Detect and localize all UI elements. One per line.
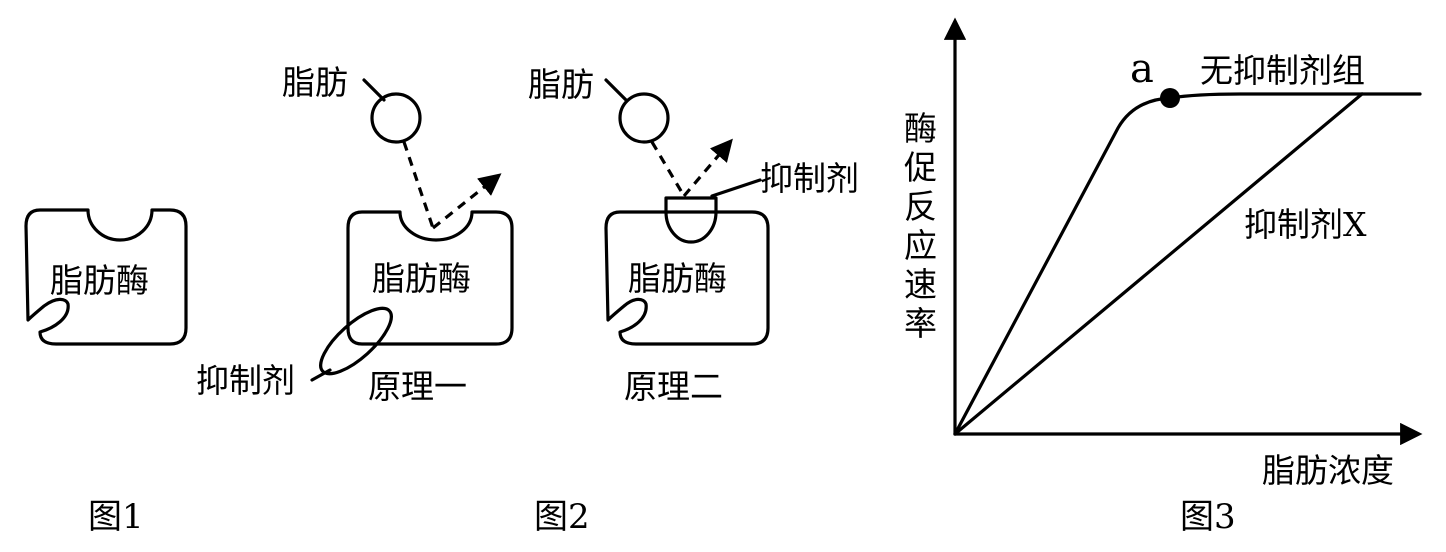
p1-inhibitor-label: 抑制剂 [196, 361, 295, 400]
p2-fat-molecule [618, 92, 670, 144]
figure-1: 脂肪酶 图1 [24, 208, 188, 537]
p2-inhibitor-in-active-site [664, 196, 718, 244]
p2-fat-label: 脂肪 [528, 65, 594, 104]
p2-inhibitor-connector [710, 178, 762, 198]
point-a-label: a [1130, 46, 1154, 92]
p2-fat-path-dashed [650, 141, 686, 197]
p1-enzyme-label: 脂肪酶 [372, 259, 471, 298]
figure-2-principle-one: 脂肪 脂肪酶 抑制剂 原理一 [196, 63, 514, 406]
curve-no-inhibitor-label: 无抑制剂组 [1200, 51, 1365, 90]
p2-inhibitor-label: 抑制剂 [760, 159, 859, 198]
y-axis-label-char: 速 [904, 265, 937, 304]
p1-fat-label: 脂肪 [282, 63, 348, 102]
p1-lipase-enzyme-shape [346, 210, 514, 346]
y-axis-label-char: 应 [904, 226, 937, 265]
fig3-caption: 图3 [1180, 497, 1236, 537]
p1-fat-path-dashed [402, 141, 435, 229]
fig1-enzyme-label: 脂肪酶 [50, 261, 149, 300]
fig1-caption: 图1 [88, 497, 144, 537]
point-a-marker [1160, 88, 1180, 108]
p2-enzyme-label: 脂肪酶 [628, 259, 727, 298]
y-axis-label-char: 促 [904, 148, 937, 187]
p1-inhibitor-connector [310, 368, 332, 382]
p2-fat-connector [604, 78, 628, 102]
y-axis-label: 酶 促 反 应 速 率 [904, 109, 937, 343]
x-axis-label: 脂肪浓度 [1262, 451, 1394, 490]
curve-no-inhibitor [953, 92, 1422, 436]
p2-principle-label: 原理二 [624, 367, 723, 406]
curve-inhibitor-x-label: 抑制剂X [1244, 205, 1367, 244]
y-axis-label-char: 酶 [904, 109, 937, 148]
p2-lipase-enzyme-shape [604, 210, 770, 346]
figure-3-graph: 酶 促 反 应 速 率 脂肪浓度 a 无抑制剂组 抑制剂X 图3 [904, 17, 1423, 537]
p1-deflect-arrow [432, 173, 502, 230]
figure-2-principle-two: 脂肪 抑制剂 脂肪酶 原理二 图2 [528, 65, 859, 537]
p1-fat-connector [362, 78, 386, 102]
lipase-enzyme-shape [24, 208, 188, 346]
y-axis-label-char: 反 [904, 187, 937, 226]
p1-fat-molecule [370, 92, 422, 144]
p2-deflect-arrow [682, 138, 733, 198]
y-axis-label-char: 率 [904, 304, 937, 343]
fig2-caption: 图2 [534, 497, 590, 537]
p1-inhibitor-molecule [319, 306, 393, 376]
p1-principle-label: 原理一 [368, 367, 467, 406]
curve-inhibitor-x [953, 92, 1364, 436]
